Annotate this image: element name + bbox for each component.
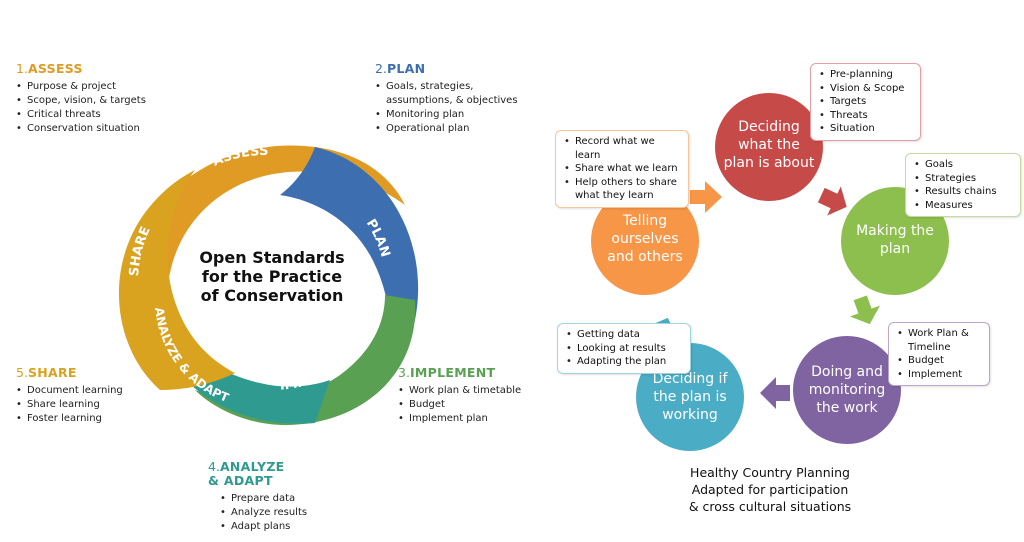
step-plan-name: PLAN: [386, 61, 426, 76]
healthy-country-cycle-diagram: Deciding what the plan is about Making t…: [591, 93, 949, 451]
list-item: Vision & Scope: [819, 82, 914, 96]
center-title-line-2: for the Practice: [202, 267, 342, 286]
step-plan-title: 2.PLAN: [375, 61, 426, 76]
circle-telling-others: [591, 187, 699, 295]
circle-label: Deciding if: [653, 371, 729, 387]
step-analyze: 4.ANALYZE & ADAPT Prepare data Analyze r…: [208, 459, 348, 535]
list-item: Prepare data: [220, 492, 348, 506]
list-item: Adapting the plan: [566, 355, 684, 369]
arrow-down-icon: [849, 295, 881, 325]
list-item: Targets: [819, 95, 914, 109]
list-item: Share learning: [16, 398, 156, 412]
arrow-right-icon: [817, 186, 847, 216]
step-assess-list: Purpose & project Scope, vision, & targe…: [16, 80, 186, 136]
circle-label: plan is about: [724, 155, 815, 171]
circle-label: plan: [880, 241, 910, 257]
step-implement: 3.IMPLEMENT Work plan & timetable Budget…: [398, 365, 538, 427]
list-item: Implement plan: [398, 412, 538, 426]
band-share: [118, 170, 235, 390]
circle-doing-monitoring: [793, 336, 901, 444]
list-item: Getting data: [566, 328, 684, 342]
step-implement-title: 3.IMPLEMENT: [398, 365, 496, 380]
step-assess-title: 1.ASSESS: [16, 61, 83, 76]
list-item: Pre-planning: [819, 68, 914, 82]
circle-deciding-plan: [715, 93, 823, 201]
circle-label: working: [662, 407, 718, 423]
step-share-name: SHARE: [27, 365, 77, 380]
circle-label: ourselves: [611, 231, 678, 247]
open-standards-cycle-diagram: ASSESS PLAN IMPLEMENT ANALYZE & ADAPT SH…: [118, 144, 419, 425]
step-share: 5.SHARE Document learning Share learning…: [16, 365, 156, 427]
circle-label: the work: [816, 400, 878, 416]
list-item: Strategies: [914, 172, 1014, 186]
step-plan-list: Goals, strategies, assumptions, & object…: [375, 80, 525, 136]
band-assess: [130, 145, 405, 295]
step-analyze-title: 4.ANALYZE & ADAPT: [208, 459, 285, 488]
list-item: Goals, strategies,: [375, 80, 525, 94]
circle-label: what the: [738, 137, 800, 153]
circle-label: monitoring: [809, 382, 885, 398]
circle-label: Doing and: [811, 364, 883, 380]
step-analyze-name-2: & ADAPT: [208, 473, 273, 488]
list-item: Work Plan &: [897, 327, 983, 341]
list-item: Share what we learn: [564, 162, 682, 176]
circle-label: Deciding: [738, 119, 800, 135]
list-item: Document learning: [16, 384, 156, 398]
list-item: Adapt plans: [220, 520, 348, 534]
list-item: Analyze results: [220, 506, 348, 520]
list-item: Results chains: [914, 185, 1014, 199]
step-share-title: 5.SHARE: [16, 365, 77, 380]
list-item: Looking at results: [566, 342, 684, 356]
caption-line: Adapted for participation: [691, 482, 849, 497]
step-share-list: Document learning Share learning Foster …: [16, 384, 156, 426]
circle-label: Telling: [622, 213, 667, 229]
step-implement-name: IMPLEMENT: [409, 365, 496, 380]
circle-label: Making the: [856, 223, 934, 239]
list-item: Budget: [398, 398, 538, 412]
step-analyze-list: Prepare data Analyze results Adapt plans: [220, 492, 348, 534]
list-item: Goals: [914, 158, 1014, 172]
center-title-line-3: of Conservation: [201, 286, 344, 305]
band-implement: [195, 295, 416, 425]
list-item: Budget: [897, 354, 983, 368]
list-item: what they learn: [575, 190, 654, 202]
list-item: Situation: [819, 122, 914, 136]
step-plan: 2.PLAN Goals, strategies, assumptions, &…: [375, 61, 525, 137]
list-item: Critical threats: [16, 108, 186, 122]
list-item: Monitoring plan: [375, 108, 525, 122]
step-assess-name: ASSESS: [27, 61, 83, 76]
list-item: Foster learning: [16, 412, 156, 426]
list-item: Scope, vision, & targets: [16, 94, 186, 108]
arrow-left-icon: [760, 377, 790, 409]
caption-line: Healthy Country Planning: [690, 465, 850, 480]
list-item: Record what we learn: [564, 135, 682, 162]
list-item: Implement: [897, 368, 983, 382]
step-analyze-name-1: ANALYZE: [219, 459, 285, 474]
list-item: Measures: [914, 199, 1014, 213]
list-item: Purpose & project: [16, 80, 186, 94]
list-item: Threats: [819, 109, 914, 123]
arrow-right-icon: [690, 181, 722, 213]
circle-label: the plan is: [653, 389, 726, 405]
callout-making-plan: Goals Strategies Results chains Measures: [905, 153, 1021, 218]
diagram-caption: Healthy Country Planning Adapted for par…: [660, 464, 880, 515]
list-item: Help others to share: [564, 176, 682, 190]
step-assess: 1.ASSESS Purpose & project Scope, vision…: [16, 61, 186, 137]
list-item: Operational plan: [375, 122, 525, 136]
step-implement-list: Work plan & timetable Budget Implement p…: [398, 384, 538, 426]
list-item: assumptions, & objectives: [386, 95, 518, 106]
caption-line: & cross cultural situations: [688, 499, 852, 514]
circle-label: and others: [607, 249, 682, 265]
list-item: Conservation situation: [16, 122, 186, 136]
callout-deciding-plan: Pre-planning Vision & Scope Targets Thre…: [810, 63, 921, 141]
cycle-center: [193, 208, 357, 372]
callout-telling-others: Record what we learn Share what we learn…: [555, 130, 689, 208]
list-item: Work plan & timetable: [398, 384, 538, 398]
band-plan: [280, 147, 419, 380]
list-item: Timeline: [908, 341, 951, 353]
center-title-line-1: Open Standards: [199, 248, 344, 267]
callout-deciding-working: Getting data Looking at results Adapting…: [557, 323, 691, 374]
callout-doing-monitoring: Work Plan & Timeline Budget Implement: [888, 322, 990, 387]
